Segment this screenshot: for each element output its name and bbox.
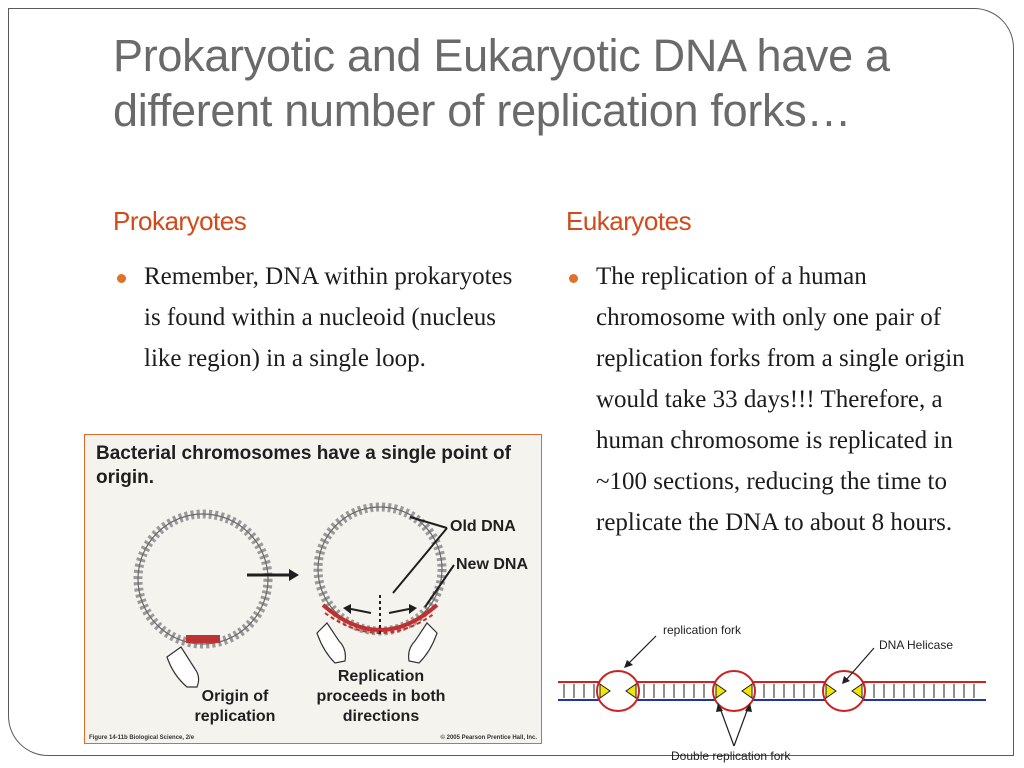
bacterial-chromosome-illustration	[133, 502, 455, 688]
arrow-left-head	[343, 604, 351, 614]
helicase-icon	[625, 683, 637, 699]
double-fork-pointer-right	[733, 707, 749, 747]
slide-frame	[8, 8, 1014, 756]
bacterial-chromosome-figure: Bacterial chromosomes have a single poin…	[84, 434, 542, 744]
hand-pointer-icon	[166, 646, 200, 688]
circular-dna-right	[313, 502, 447, 636]
new-dna-pointer	[424, 564, 455, 608]
replication-fork-label: replication fork	[663, 623, 742, 637]
old-dna-pointer	[409, 516, 448, 529]
eukaryotes-heading: Eukaryotes	[566, 206, 692, 236]
replication-bubbles	[596, 670, 866, 712]
circular-dna-left	[133, 509, 273, 649]
prokaryotes-bullet: Remember, DNA within prokaryotes is foun…	[144, 263, 513, 372]
new-dna-label: New DNA	[456, 556, 529, 573]
replication-bubble	[712, 670, 756, 712]
arrow-left-small	[350, 608, 372, 614]
eukaryotes-bullet: The replication of a human chromosome wi…	[596, 263, 965, 536]
bullet-dot	[117, 274, 126, 283]
replication-label: Replication proceeds in both directions	[316, 668, 446, 725]
helicase-icon	[599, 683, 611, 699]
helicase-icon	[851, 683, 863, 699]
helicase-icon	[715, 683, 727, 699]
old-dna-label: Old DNA	[450, 518, 516, 535]
dna-helicase-label: DNA Helicase	[879, 638, 954, 652]
double-fork-pointer-left	[719, 707, 735, 747]
origin-marker	[186, 635, 220, 643]
circular-dna-left-core	[137, 513, 269, 645]
replication-bubble	[596, 670, 640, 712]
helicase-icon	[741, 683, 753, 699]
dna-base-pairs	[563, 684, 975, 698]
fork-pointer	[627, 635, 657, 665]
old-dna-pointer-2	[392, 527, 448, 594]
arrow-head	[289, 569, 299, 581]
origin-label: Origin of replication	[194, 688, 276, 725]
figure-caption-right: © 2005 Pearson Prentice Hall, Inc.	[440, 735, 537, 741]
new-dna-strand	[321, 603, 439, 632]
helicase-pointer-head	[842, 676, 850, 684]
double-replication-fork-label: Double replication fork	[671, 749, 791, 763]
hand-pointer-icon	[408, 622, 438, 664]
double-fork-pointer-head	[716, 703, 723, 712]
double-fork-pointer-head	[745, 703, 752, 712]
arrow-right-small	[388, 608, 410, 614]
slide-title: Prokaryotic and Eukaryotic DNA have a di…	[113, 30, 890, 136]
arrow-right-head	[409, 604, 417, 614]
hand-pointer-icon	[316, 622, 346, 664]
fork-pointer-head	[624, 660, 633, 668]
helicase-icon	[825, 683, 837, 699]
eukaryotic-replication-diagram	[558, 635, 986, 747]
helicase-pointer	[845, 647, 875, 681]
figure-title: Bacterial chromosomes have a single poin…	[96, 443, 511, 488]
bullet-dot	[569, 274, 578, 283]
figure-caption-left: Figure 14-11b Biological Science, 2/e	[89, 735, 195, 741]
prokaryotes-heading: Prokaryotes	[113, 206, 247, 236]
replication-bubble	[822, 670, 866, 712]
